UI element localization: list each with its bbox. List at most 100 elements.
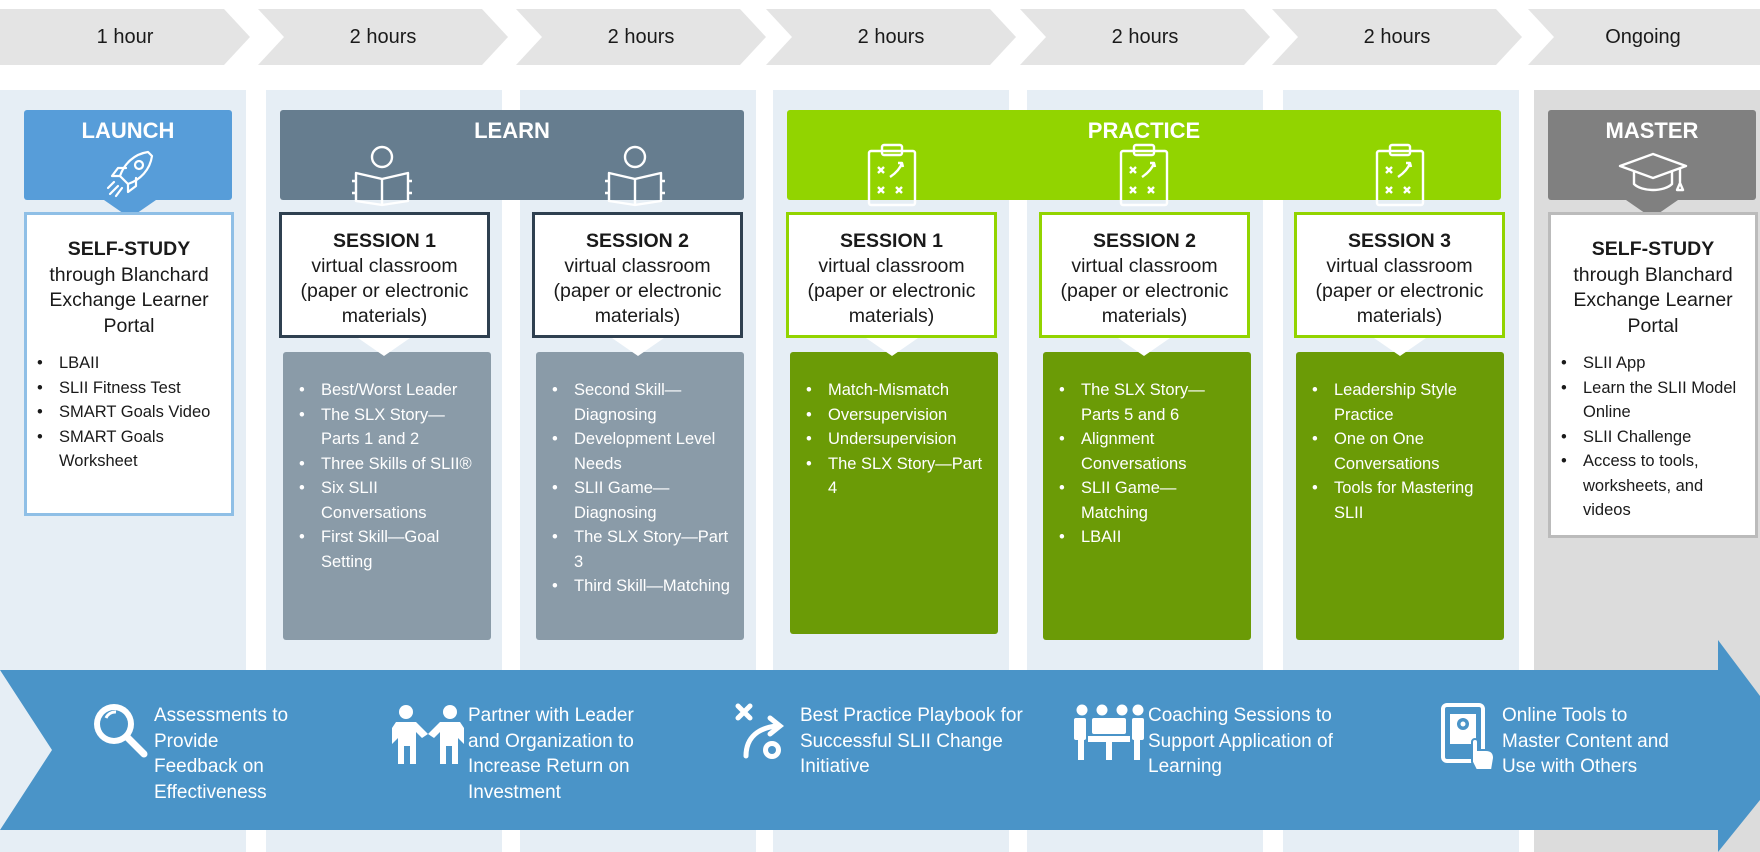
- list-item: SLII Fitness Test: [31, 376, 223, 401]
- clipboard-play-icon: [1119, 143, 1169, 207]
- list-item: Learn the SLII Model Online: [1555, 376, 1747, 425]
- master-item-list: SLII App Learn the SLII Model Online SLI…: [1551, 351, 1755, 523]
- phase-launch: LAUNCH: [24, 110, 232, 200]
- rocket-icon: [106, 150, 154, 198]
- graduation-cap-icon: [1618, 152, 1688, 192]
- list-item: Oversupervision: [800, 403, 988, 428]
- timeline-label: 1 hour: [96, 25, 154, 48]
- clipboard-play-icon: [867, 143, 917, 207]
- session-notch: [1374, 338, 1426, 356]
- practice-session-3-card: SESSION 3 virtual classroom (paper or el…: [1294, 212, 1505, 338]
- phase-title: LEARN: [474, 118, 550, 143]
- session-desc: virtual classroom (paper or electronic m…: [807, 255, 976, 327]
- timeline-label: 2 hours: [1111, 25, 1179, 48]
- practice-session-2-topics: The SLX Story—Parts 5 and 6 Alignment Co…: [1043, 352, 1251, 640]
- practice-session-3-topics: Leadership Style Practice One on One Con…: [1296, 352, 1504, 640]
- list-item: SMART Goals Video: [31, 400, 223, 425]
- master-self-study-card: SELF-STUDY through Blanchard Exchange Le…: [1548, 212, 1758, 538]
- session-desc: virtual classroom (paper or electronic m…: [1315, 255, 1484, 327]
- phase-title: PRACTICE: [1087, 118, 1201, 143]
- session-title: SESSION 1: [333, 230, 436, 252]
- feature-partner: Partner with Leader and Organization to …: [468, 705, 634, 803]
- list-item: Second Skill—Diagnosing: [546, 378, 734, 427]
- timeline-step-1: 1 hour: [0, 9, 250, 65]
- list-item: LBAII: [1053, 525, 1241, 550]
- handshake-icon: [392, 705, 464, 764]
- timeline-label: 2 hours: [607, 25, 675, 48]
- list-item: One on One Conversations: [1306, 427, 1494, 476]
- session-title: SESSION 2: [1093, 230, 1196, 252]
- list-item: Best/Worst Leader: [293, 378, 481, 403]
- session-notch: [866, 338, 918, 356]
- list-item: The SLX Story—Parts 1 and 2: [293, 403, 481, 452]
- list-item: SLII App: [1555, 351, 1747, 376]
- reader-icon: [605, 145, 665, 207]
- list-item: First Skill—Goal Setting: [293, 525, 481, 574]
- list-item: SLII Game—Matching: [1053, 476, 1241, 525]
- list-item: Tools for Mastering SLII: [1306, 476, 1494, 525]
- timeline-label: 2 hours: [349, 25, 417, 48]
- list-item: Undersupervision: [800, 427, 988, 452]
- list-item: Third Skill—Matching: [546, 574, 734, 599]
- list-item: Leadership Style Practice: [1306, 378, 1494, 427]
- session-desc: virtual classroom (paper or electronic m…: [1060, 255, 1229, 327]
- launch-self-study-card: SELF-STUDY through Blanchard Exchange Le…: [24, 212, 234, 516]
- timeline-label: Ongoing: [1605, 25, 1681, 48]
- learn-session-2-topics: Second Skill—Diagnosing Development Leve…: [536, 352, 744, 640]
- list-item: SMART Goals Worksheet: [31, 425, 223, 474]
- timeline-label: 2 hours: [857, 25, 925, 48]
- list-item: LBAII: [31, 351, 223, 376]
- practice-session-1-topics: Match-Mismatch Oversupervision Undersupe…: [790, 352, 998, 634]
- timeline-step-5: 2 hours: [1020, 9, 1270, 65]
- list-item: Three Skills of SLII®: [293, 452, 481, 477]
- list-item: The SLX Story—Part 4: [800, 452, 988, 501]
- coaching-icon: [1074, 704, 1144, 760]
- practice-session-2-card: SESSION 2 virtual classroom (paper or el…: [1039, 212, 1250, 338]
- learn-session-1-topics: Best/Worst Leader The SLX Story—Parts 1 …: [283, 352, 491, 640]
- session-notch: [1118, 338, 1170, 356]
- list-item: Alignment Conversations: [1053, 427, 1241, 476]
- session-title: SESSION 2: [586, 230, 689, 252]
- timeline-step-6: 2 hours: [1272, 9, 1522, 65]
- magnifier-icon: [94, 704, 148, 758]
- list-item: Six SLII Conversations: [293, 476, 481, 525]
- list-item: SLII Challenge: [1555, 425, 1747, 450]
- card-title: SELF-STUDY: [67, 238, 191, 260]
- feature-online-tools: Online Tools to Master Content and Use w…: [1502, 705, 1669, 777]
- timeline-step-7: Ongoing: [1528, 9, 1760, 65]
- session-title: SESSION 1: [840, 230, 943, 252]
- clipboard-play-icon: [1375, 143, 1425, 207]
- launch-item-list: LBAII SLII Fitness Test SMART Goals Vide…: [27, 351, 231, 474]
- feature-assessments: Assessments to Provide Feedback on Effec…: [154, 705, 289, 803]
- timeline-step-4: 2 hours: [766, 9, 1016, 65]
- list-item: Access to tools, worksheets, and videos: [1555, 449, 1747, 523]
- list-item: The SLX Story—Part 3: [546, 525, 734, 574]
- feature-playbook: Best Practice Playbook for Successful SL…: [800, 705, 1023, 777]
- phase-master: MASTER: [1548, 110, 1756, 200]
- learn-session-2-card: SESSION 2 virtual classroom (paper or el…: [532, 212, 743, 338]
- support-arrow-band: [0, 640, 1760, 852]
- card-title: SELF-STUDY: [1591, 238, 1715, 260]
- tablet-touch-icon: [1441, 703, 1496, 771]
- session-title: SESSION 3: [1348, 230, 1451, 252]
- list-item: The SLX Story—Parts 5 and 6: [1053, 378, 1241, 427]
- phase-title: MASTER: [1605, 118, 1699, 143]
- card-subtitle: through Blanchard Exchange Learner Porta…: [1573, 263, 1733, 337]
- phase-title: LAUNCH: [81, 118, 175, 143]
- learn-session-1-card: SESSION 1 virtual classroom (paper or el…: [279, 212, 490, 338]
- reader-icon: [352, 145, 412, 207]
- list-item: Development Level Needs: [546, 427, 734, 476]
- practice-session-1-card: SESSION 1 virtual classroom (paper or el…: [786, 212, 997, 338]
- timeline-step-2: 2 hours: [258, 9, 508, 65]
- session-desc: virtual classroom (paper or electronic m…: [300, 255, 469, 327]
- timeline-step-3: 2 hours: [516, 9, 766, 65]
- list-item: Match-Mismatch: [800, 378, 988, 403]
- session-desc: virtual classroom (paper or electronic m…: [553, 255, 722, 327]
- session-notch: [612, 338, 664, 356]
- card-subtitle: through Blanchard Exchange Learner Porta…: [49, 263, 209, 337]
- session-notch: [358, 338, 410, 356]
- phase-learn: LEARN: [280, 110, 744, 200]
- playbook-icon: [735, 703, 785, 759]
- list-item: SLII Game—Diagnosing: [546, 476, 734, 525]
- feature-coaching: Coaching Sessions to Support Application…: [1148, 705, 1333, 777]
